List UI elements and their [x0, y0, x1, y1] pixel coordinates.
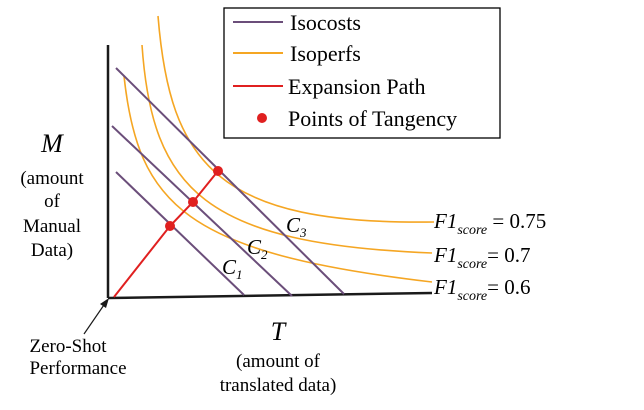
- isoperf-label-0.6: F1score= 0.6: [433, 275, 530, 304]
- x-axis-symbol: T: [271, 317, 287, 346]
- legend-isocost-label: Isocosts: [290, 10, 361, 35]
- y-axis-desc-3: Manual: [23, 216, 81, 237]
- isoperf-label-0.75: F1score = 0.75: [433, 209, 546, 238]
- y-axis-desc-2: of: [44, 191, 61, 212]
- origin-pointer-line: [83, 301, 107, 335]
- isocost-line-c3: [115, 67, 345, 295]
- x-axis-desc-2: translated data): [220, 375, 337, 396]
- isocost-lines: [111, 67, 345, 297]
- tangency-point-c1: [165, 221, 175, 231]
- y-axis-symbol: M: [40, 129, 64, 158]
- origin-label-2: Performance: [29, 358, 126, 379]
- tangency-point-c2: [188, 197, 198, 207]
- legend-expansion-label: Expansion Path: [288, 74, 426, 99]
- isoperf-label-0.7: F1score= 0.7: [433, 243, 530, 272]
- isocost-label-c2: C2: [247, 235, 268, 262]
- y-axis-desc-4: Data): [31, 240, 73, 261]
- isocost-label-c1: C1: [222, 255, 243, 282]
- tangency-point-c3: [213, 166, 223, 176]
- legend-isoperf-label: Isoperfs: [290, 41, 361, 66]
- isocost-label-c3: C3: [286, 213, 307, 240]
- isocost-line-c1: [115, 171, 245, 296]
- origin-label-1: Zero-Shot: [29, 336, 107, 357]
- isoperf-curve-0.75: [157, 15, 435, 223]
- legend-tangency-label: Points of Tangency: [288, 106, 457, 131]
- legend-box: [223, 7, 501, 139]
- isoperf-curve-0.6: [123, 75, 433, 283]
- expansion-path: [113, 170, 219, 298]
- legend-tangency-swatch: [257, 113, 267, 123]
- legend: Isocosts Isoperfs Expansion Path Points …: [223, 7, 501, 139]
- y-axis-desc-1: (amount: [20, 168, 84, 189]
- origin-pointer-arrowhead: [100, 298, 109, 308]
- isocost-line-c2: [111, 125, 293, 297]
- tangency-points: [165, 166, 223, 231]
- x-axis-desc-1: (amount of: [236, 351, 321, 372]
- x-axis: [107, 291, 433, 300]
